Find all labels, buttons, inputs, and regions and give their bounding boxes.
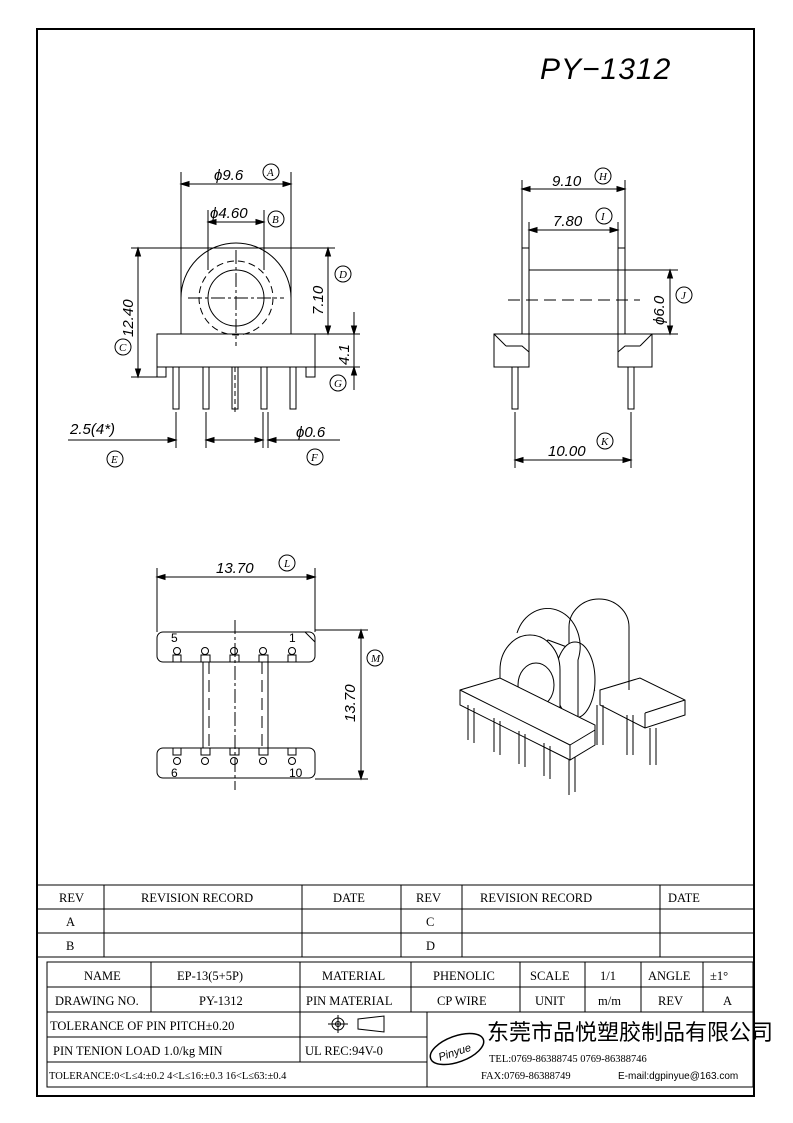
- dim-i-value: 7.80: [553, 213, 583, 230]
- ul-rec: UL REC:94V-0: [305, 1044, 383, 1058]
- pin-material-label: PIN MATERIAL: [306, 994, 392, 1008]
- name-label: NAME: [84, 969, 121, 983]
- dim-a-value: ϕ9.6: [214, 167, 244, 184]
- material-label: MATERIAL: [322, 969, 385, 983]
- name-value: EP-13(5+5P): [177, 969, 243, 983]
- dim-h-letter: H: [598, 171, 608, 183]
- pin-label-1: 1: [289, 631, 296, 645]
- sheet-border: [36, 28, 755, 1097]
- dim-d-value: 7.10: [310, 285, 327, 315]
- scale-value: 1/1: [600, 969, 616, 983]
- dim-g-letter: G: [334, 378, 342, 390]
- angle-value: ±1°: [710, 969, 728, 983]
- date-header-2: DATE: [668, 891, 700, 905]
- dim-e-letter: E: [110, 454, 118, 466]
- dim-b-value: ϕ4.60: [210, 205, 248, 222]
- tolerance-pin-pitch: TOLERANCE OF PIN PITCH±0.20: [50, 1019, 234, 1033]
- drawing-no-value: PY-1312: [199, 994, 243, 1008]
- dim-l-letter: L: [283, 558, 290, 570]
- rev-row-a: A: [66, 915, 75, 929]
- pin-material-value: CP WIRE: [437, 994, 487, 1008]
- dim-d-letter: D: [338, 269, 347, 281]
- dim-m-letter: M: [370, 653, 381, 665]
- date-header-1: DATE: [333, 891, 365, 905]
- company-tel: TEL:0769-86388745 0769-86388746: [489, 1054, 647, 1065]
- drawing-no-label: DRAWING NO.: [55, 994, 139, 1008]
- pin-tension: PIN TENION LOAD 1.0/kg MIN: [53, 1044, 223, 1058]
- company-name: 东莞市品悦塑胶制品有限公司: [487, 1021, 773, 1046]
- dim-c-letter: C: [119, 342, 127, 354]
- svg-text:Pinyue: Pinyue: [437, 1042, 473, 1064]
- dim-e-value: 2.5(4*): [69, 421, 115, 438]
- rev-header-1: REV: [59, 891, 84, 905]
- revision-table-grid: [37, 884, 754, 958]
- drawing-number-title: PY−1312: [540, 53, 671, 86]
- pinyue-logo: Pinyue: [429, 1032, 485, 1066]
- dim-l-value: 13.70: [216, 560, 254, 577]
- pin-label-5: 5: [171, 631, 178, 645]
- projection-symbol-icon: [328, 1015, 385, 1033]
- dim-i-letter: I: [600, 211, 606, 223]
- side-view: [493, 180, 678, 468]
- company-email: E-mail:dgpinyue@163.com: [618, 1071, 738, 1082]
- dim-a-letter: A: [266, 167, 274, 179]
- dim-h-value: 9.10: [552, 173, 582, 190]
- isometric-view: [459, 598, 686, 795]
- dim-k-letter: K: [600, 436, 609, 448]
- dim-j-letter: J: [681, 290, 687, 302]
- record-header-1: REVISION RECORD: [141, 891, 253, 905]
- dim-f-value: ϕ0.6: [296, 424, 326, 441]
- dim-j-value: ϕ6.0: [651, 295, 668, 325]
- rev-label: REV: [658, 994, 683, 1008]
- dim-c-value: 12.40: [120, 299, 137, 337]
- angle-label: ANGLE: [648, 969, 691, 983]
- material-value: PHENOLIC: [433, 969, 495, 983]
- rev-row-b: B: [66, 939, 74, 953]
- unit-value: m/m: [598, 994, 621, 1008]
- dim-f-letter: F: [310, 452, 318, 464]
- pin-label-6: 6: [171, 766, 178, 780]
- tolerance-line: TOLERANCE:0<L≤4:±0.2 4<L≤16:±0.3 16<L≤63…: [49, 1071, 287, 1082]
- record-header-2: REVISION RECORD: [480, 891, 592, 905]
- front-view: [68, 172, 360, 448]
- title-block-grid: [46, 961, 754, 1088]
- dim-m-value: 13.70: [342, 684, 359, 722]
- dim-b-letter: B: [272, 214, 279, 226]
- unit-label: UNIT: [535, 994, 565, 1008]
- scale-label: SCALE: [530, 969, 570, 983]
- pin-label-10: 10: [289, 766, 303, 780]
- rev-header-2: REV: [416, 891, 441, 905]
- rev-value: A: [723, 994, 732, 1008]
- rev-row-c: C: [426, 915, 434, 929]
- dim-g-value: 4.1: [336, 344, 353, 365]
- bottom-view: [155, 568, 368, 790]
- rev-row-d: D: [426, 939, 435, 953]
- company-fax: FAX:0769-86388749: [481, 1071, 571, 1082]
- dim-k-value: 10.00: [548, 443, 586, 460]
